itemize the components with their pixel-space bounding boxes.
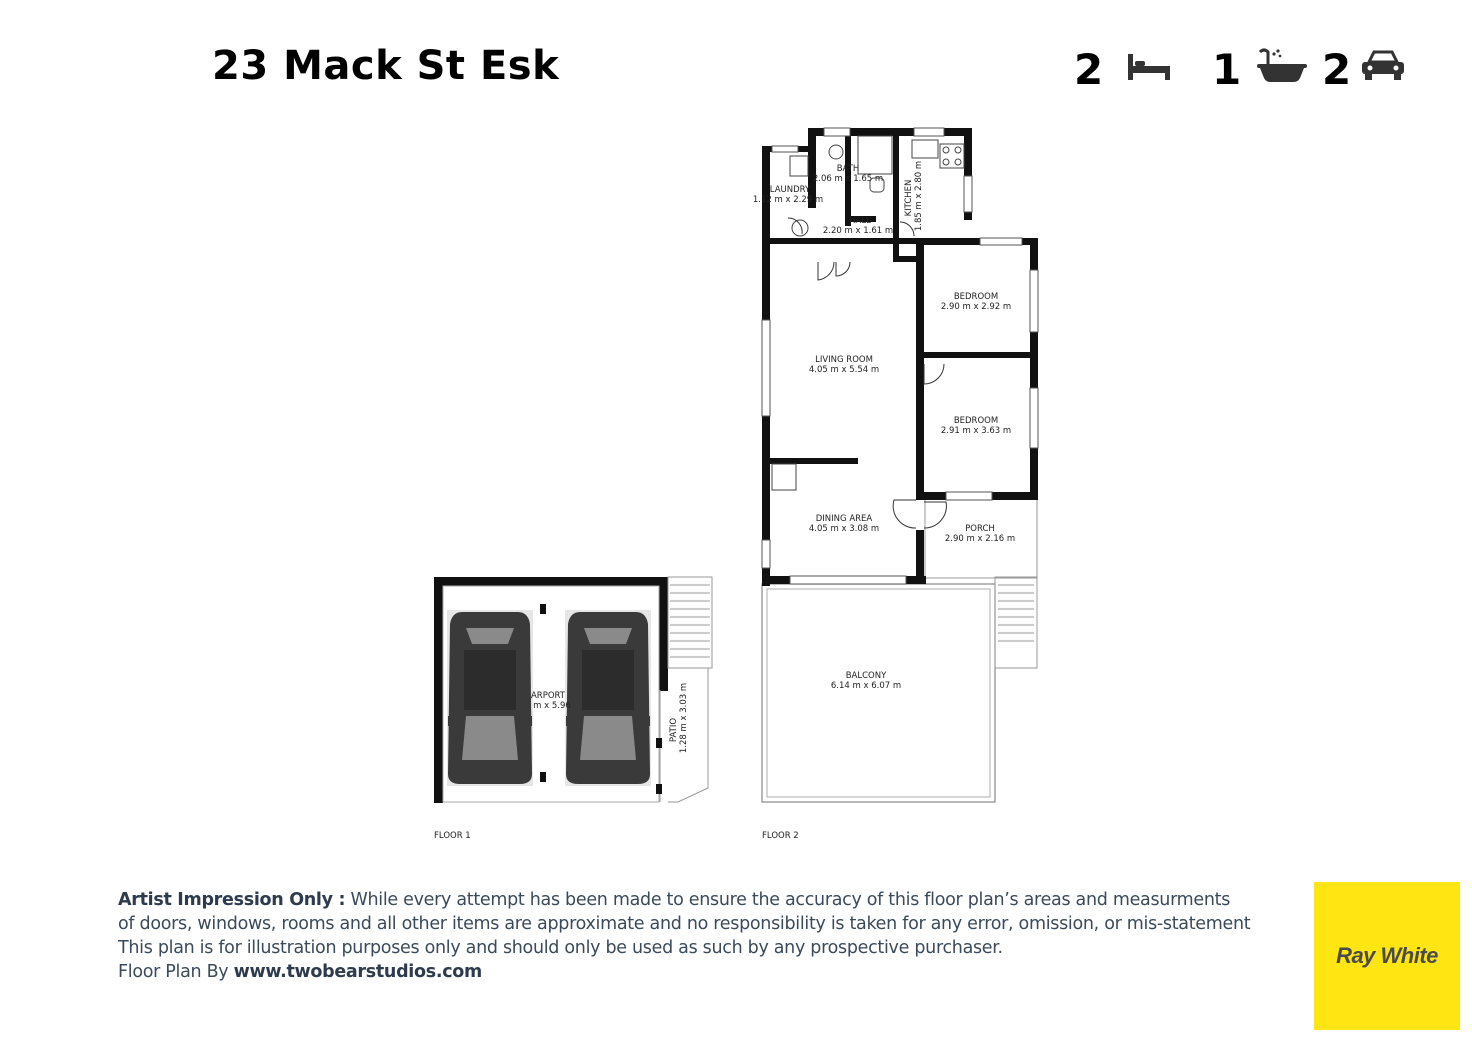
room-bath-size: 2.06 m x 1.65 m <box>813 174 883 184</box>
room-kitchen-name: KITCHEN <box>904 180 914 217</box>
brand-name: Ray White <box>1336 943 1438 968</box>
disclaimer-line-3: This plan is for illustration purposes o… <box>118 938 1003 958</box>
carport-outline <box>442 585 660 803</box>
room-bedroom1-size: 2.90 m x 2.92 m <box>941 302 1011 312</box>
floor-plan: BATH 2.06 m x 1.65 m LAUNDRY 1.12 m x 2.… <box>434 127 1039 803</box>
page-title: 23 Mack St Esk <box>212 43 560 89</box>
room-carport-size: m x 5.96 <box>533 701 571 711</box>
room-kitchen-size: 1.85 m x 2.80 m <box>914 161 924 231</box>
walls-floor-1 <box>434 577 668 803</box>
credit-prefix: Floor Plan By <box>118 962 234 982</box>
room-living-name: LIVING ROOM <box>815 355 873 365</box>
room-laundry-size: 1.12 m x 2.29 m <box>753 195 823 205</box>
room-porch-size: 2.90 m x 2.16 m <box>945 534 1015 544</box>
carport-posts <box>540 604 662 794</box>
bathroom-count: 1 <box>1212 45 1242 94</box>
door-swings <box>787 217 947 529</box>
floor-1-label: FLOOR 1 <box>434 831 471 841</box>
room-bath-name: BATH <box>837 164 860 174</box>
credit-site-link[interactable]: www.twobearstudios.com <box>233 962 483 982</box>
room-porch-name: PORCH <box>965 524 995 534</box>
balcony-outline <box>761 583 996 803</box>
bed-icon <box>1128 54 1170 80</box>
fixtures <box>771 135 965 491</box>
room-carport-name: ARPORT <box>531 691 566 701</box>
room-bedroom1-name: BEDROOM <box>954 292 998 302</box>
disclaimer: Artist Impression Only : While every att… <box>118 888 1298 984</box>
disclaimer-lead: Artist Impression Only : <box>118 890 346 910</box>
room-hall-size: 2.20 m x 1.61 m <box>823 226 893 236</box>
room-dining-name: DINING AREA <box>816 514 873 524</box>
room-balcony-size: 6.14 m x 6.07 m <box>831 681 901 691</box>
disclaimer-line-1: While every attempt has been made to ens… <box>345 890 1231 910</box>
parking-count: 2 <box>1322 45 1352 94</box>
room-dining-size: 4.05 m x 3.08 m <box>809 524 879 534</box>
room-laundry-name: LAUNDRY <box>770 185 811 195</box>
room-patio-size: 1.28 m x 3.03 m <box>679 683 689 753</box>
room-hall-name: HALL <box>849 216 871 226</box>
balcony-stairs <box>994 576 1038 669</box>
ray-white-logo: Ray White <box>1314 882 1460 1030</box>
windows-floor-2 <box>761 127 1039 585</box>
floor-2-label: FLOOR 2 <box>762 831 799 841</box>
carport-stairs <box>667 576 713 669</box>
room-patio-name: PATIO <box>669 718 679 742</box>
room-balcony-name: BALCONY <box>846 671 887 681</box>
room-bedroom2-size: 2.91 m x 3.63 m <box>941 426 1011 436</box>
disclaimer-line-2: of doors, windows, rooms and all other i… <box>118 914 1251 934</box>
room-living-size: 4.05 m x 5.54 m <box>809 365 879 375</box>
car-silhouette-right <box>565 610 651 786</box>
car-icon <box>1362 50 1404 80</box>
bathtub-icon <box>1257 48 1307 82</box>
car-silhouette-left <box>447 610 533 786</box>
room-bedroom2-name: BEDROOM <box>954 416 998 426</box>
bedroom-count: 2 <box>1074 45 1104 94</box>
